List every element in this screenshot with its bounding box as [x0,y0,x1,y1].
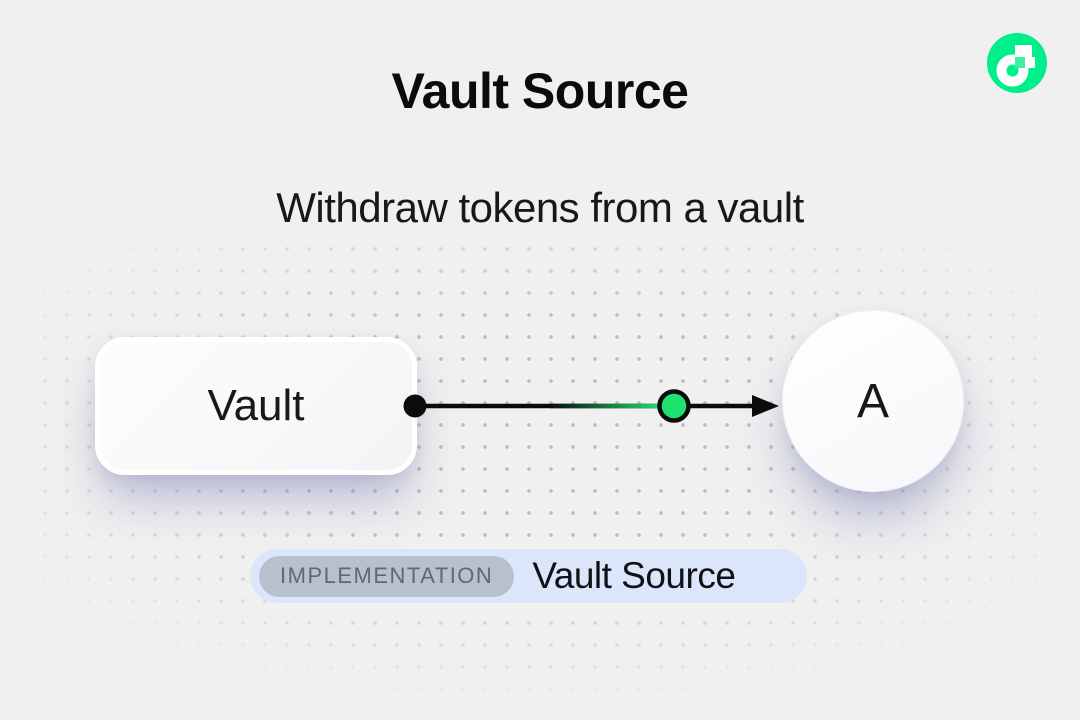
node-vault: Vault [95,337,417,475]
implementation-tag: IMPLEMENTATION [259,555,515,597]
edge-arrow [403,389,779,423]
node-vault-label: Vault [207,381,305,430]
flow-logo-icon [987,33,1047,93]
page-subtitle: Withdraw tokens from a vault [276,184,804,231]
page-title: Vault Source [391,63,689,119]
edge-start-dot [403,394,427,418]
implementation-badge: IMPLEMENTATION Vault Source [250,549,807,603]
node-a: A [782,310,964,492]
edge-token-marker [657,389,691,423]
implementation-badge-label: Vault Source [532,555,736,596]
node-a-label: A [856,374,889,428]
edge-arrowhead-icon [752,395,779,417]
flow-logo [987,33,1047,93]
